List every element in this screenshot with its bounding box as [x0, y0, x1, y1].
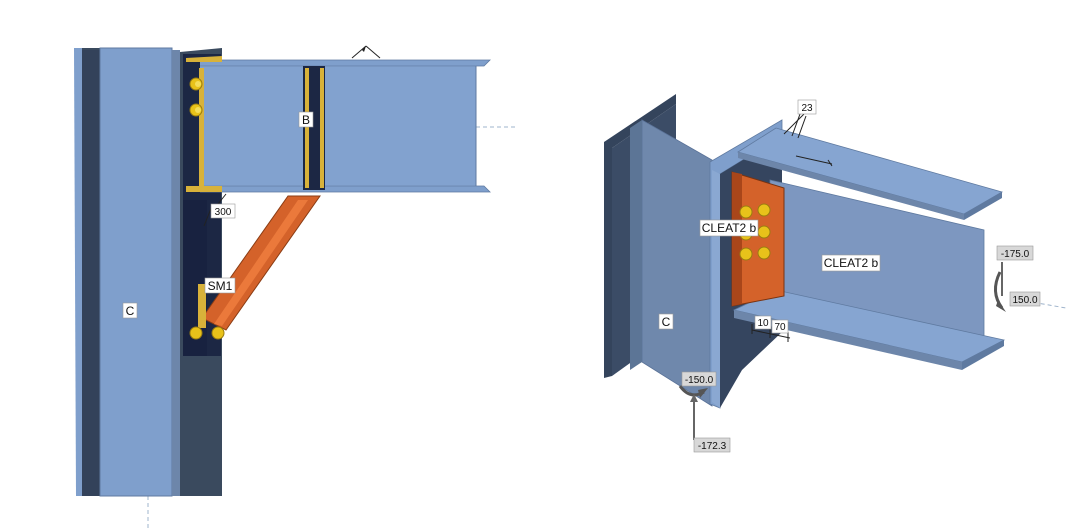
svg-text:CLEAT2 b: CLEAT2 b [702, 221, 757, 235]
top-bolt-group [189, 77, 203, 117]
svg-text:-172.3: -172.3 [698, 441, 727, 452]
bottom-bolt-group [189, 326, 225, 340]
svg-text:SM1: SM1 [208, 279, 233, 293]
load-arrow-right: -175.0 150.0 [994, 245, 1041, 312]
beam-top-dimension [351, 45, 381, 59]
label-column-c-left: C [122, 302, 138, 319]
svg-text:CLEAT2 b: CLEAT2 b [824, 256, 879, 270]
svg-text:70: 70 [774, 322, 786, 333]
beam-right[interactable] [732, 127, 1006, 370]
svg-text:150.0: 150.0 [1012, 295, 1037, 306]
svg-text:23: 23 [801, 103, 813, 114]
svg-text:-150.0: -150.0 [685, 375, 714, 386]
dimension-10-70: 10 70 [751, 315, 791, 342]
label-brace-sm1: SM1 [204, 277, 236, 294]
label-column-c-right: C [658, 313, 674, 330]
left-elevation-view: C B SM1 300 [74, 45, 516, 528]
svg-text:C: C [126, 304, 135, 318]
dimension-leader-300 [203, 205, 213, 227]
label-cleat-left: CLEAT2 b [699, 219, 759, 237]
svg-text:B: B [302, 113, 310, 127]
right-isometric-view: 23 10 70 CLEAT2 b CLEAT2 b C [604, 94, 1067, 453]
beam-b[interactable] [186, 56, 491, 194]
cleat-bolt-group [739, 203, 771, 261]
label-beam-b: B [298, 111, 314, 128]
label-cleat-right: CLEAT2 b [821, 254, 881, 272]
brace-sm1[interactable] [198, 195, 321, 331]
dimension-23: 23 [783, 99, 817, 139]
svg-text:-175.0: -175.0 [1001, 249, 1030, 260]
svg-text:C: C [662, 315, 671, 329]
load-arrow-bottom: -150.0 -172.3 [678, 371, 731, 453]
beam-top-marker [795, 155, 833, 165]
label-dimension-300: 300 [210, 203, 236, 219]
svg-text:300: 300 [215, 207, 232, 218]
cleat-plate[interactable] [731, 171, 785, 307]
svg-text:10: 10 [757, 318, 769, 329]
